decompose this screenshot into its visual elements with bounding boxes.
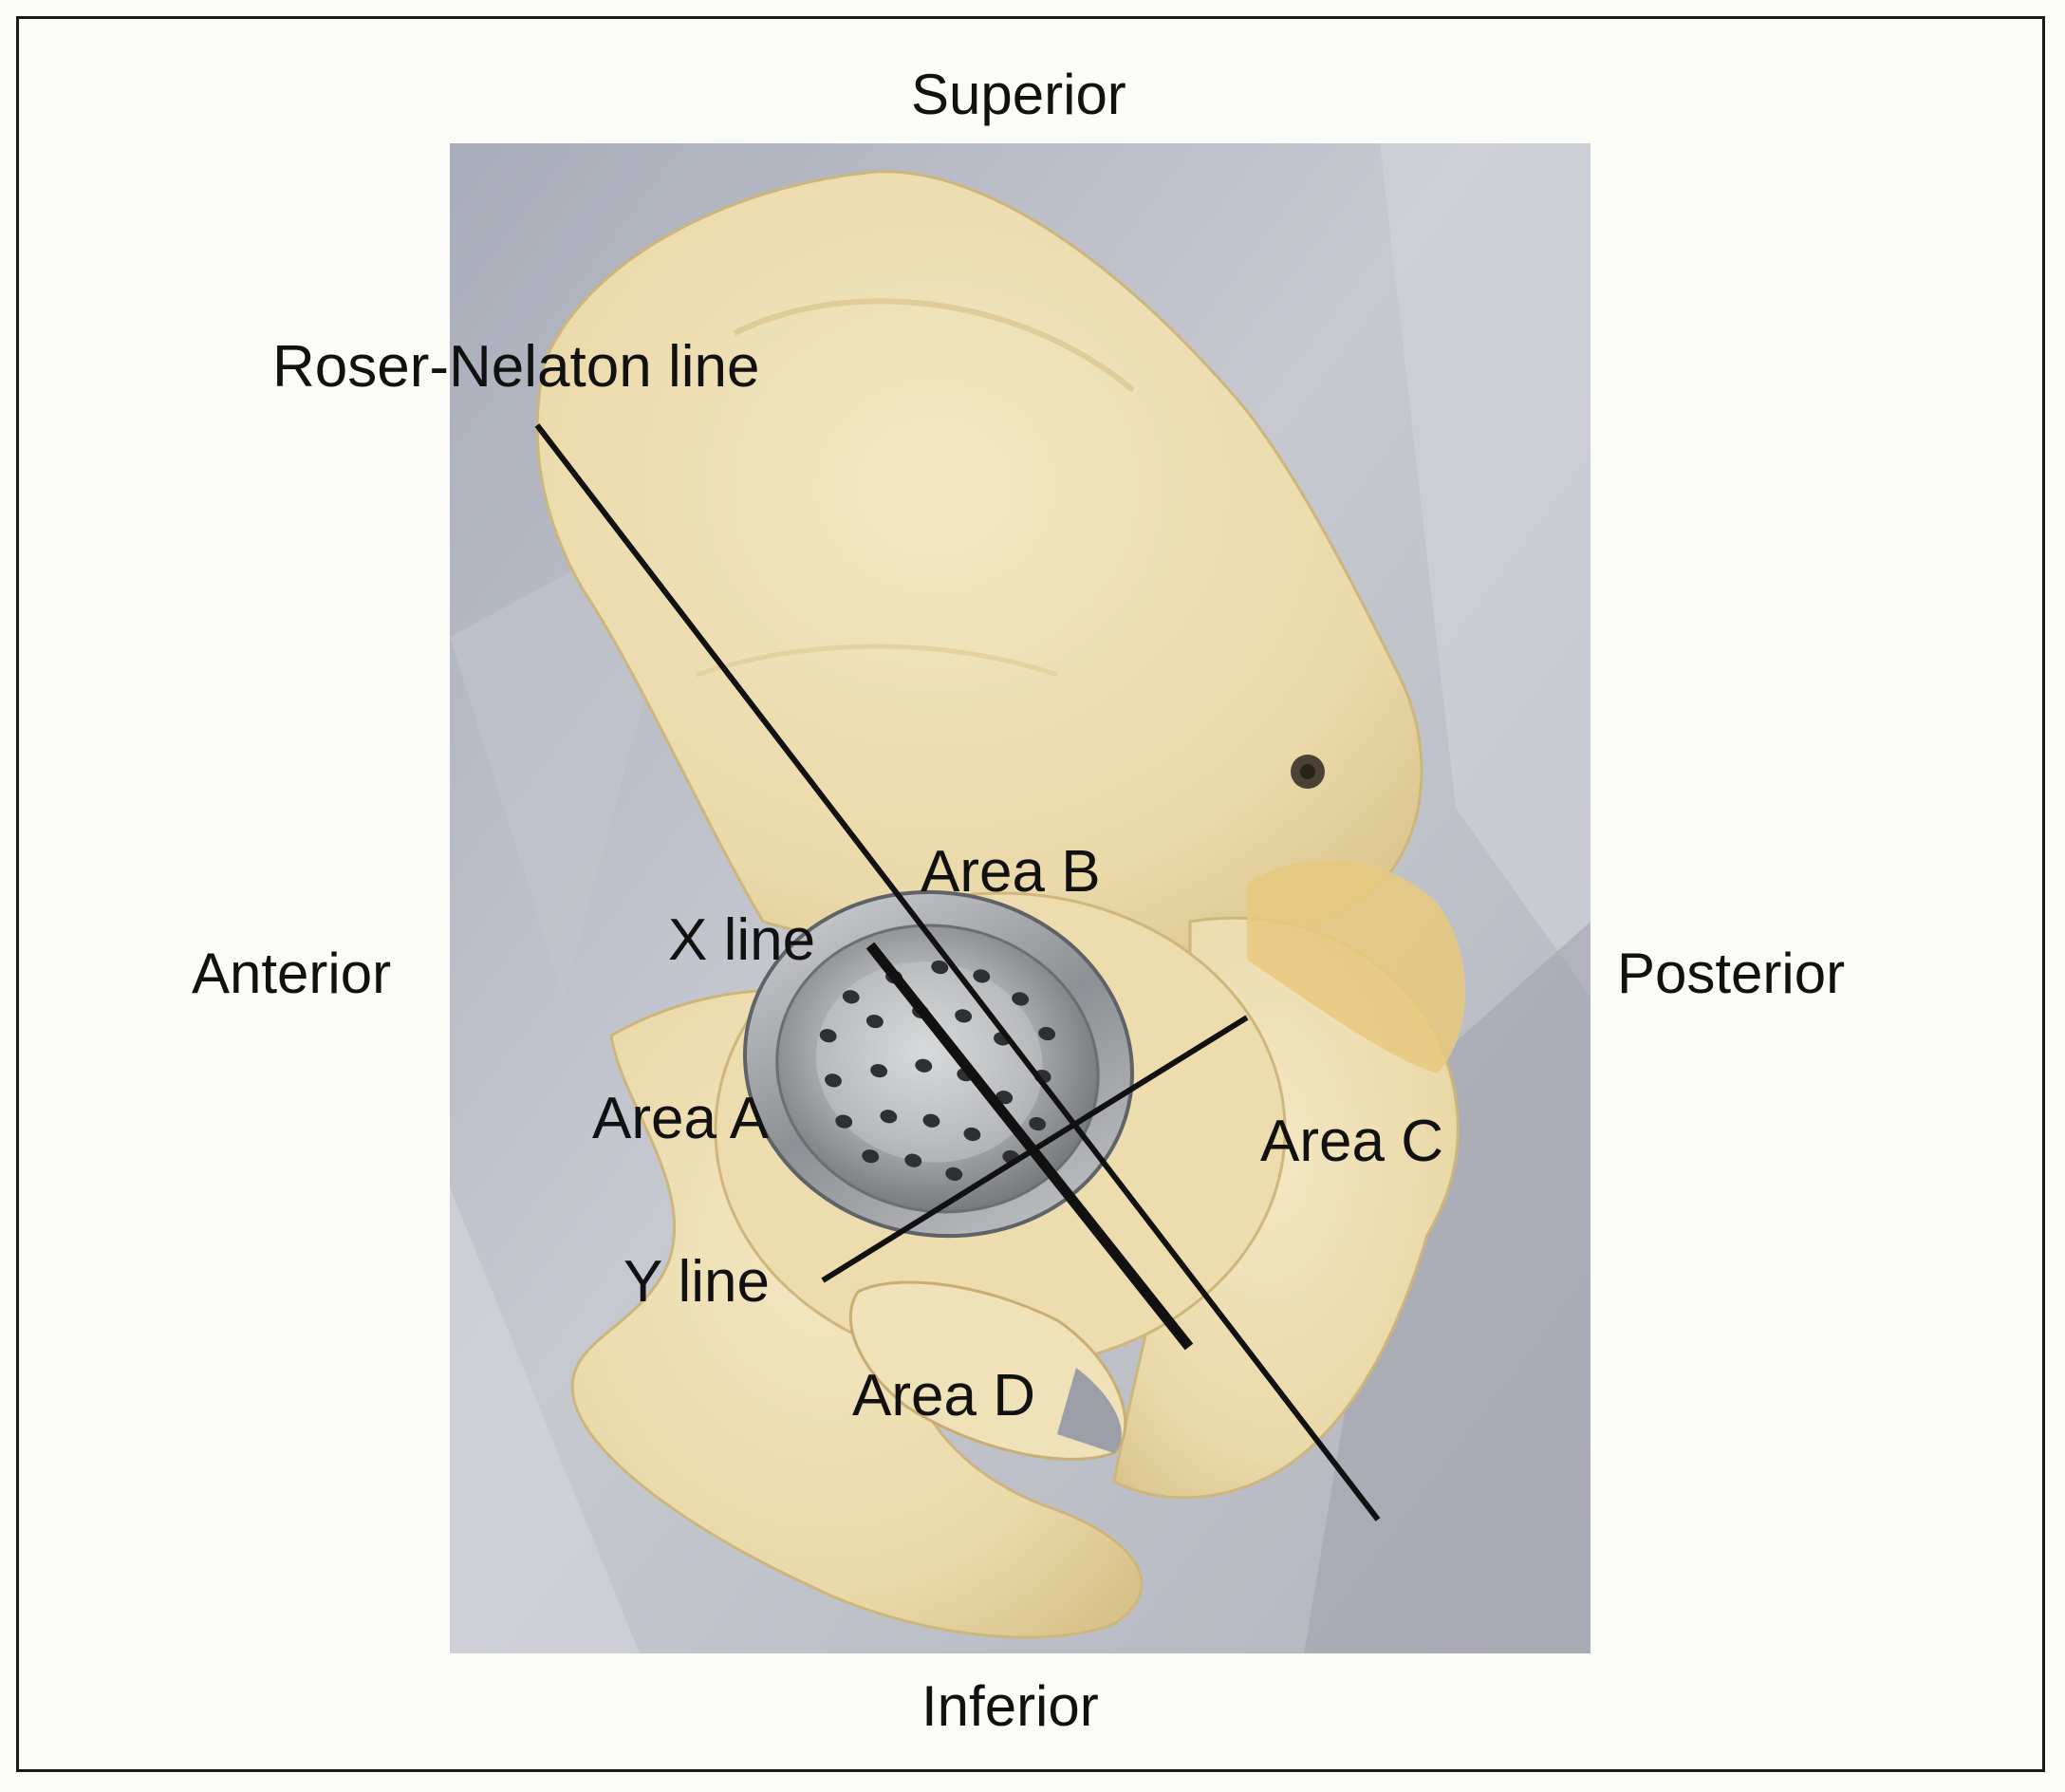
x-line	[865, 942, 1194, 1351]
roser-nelaton-line	[534, 423, 1381, 1521]
ilium-wing	[535, 170, 1423, 961]
pelvis-photo	[450, 143, 1591, 1653]
y-line	[821, 1015, 1249, 1283]
